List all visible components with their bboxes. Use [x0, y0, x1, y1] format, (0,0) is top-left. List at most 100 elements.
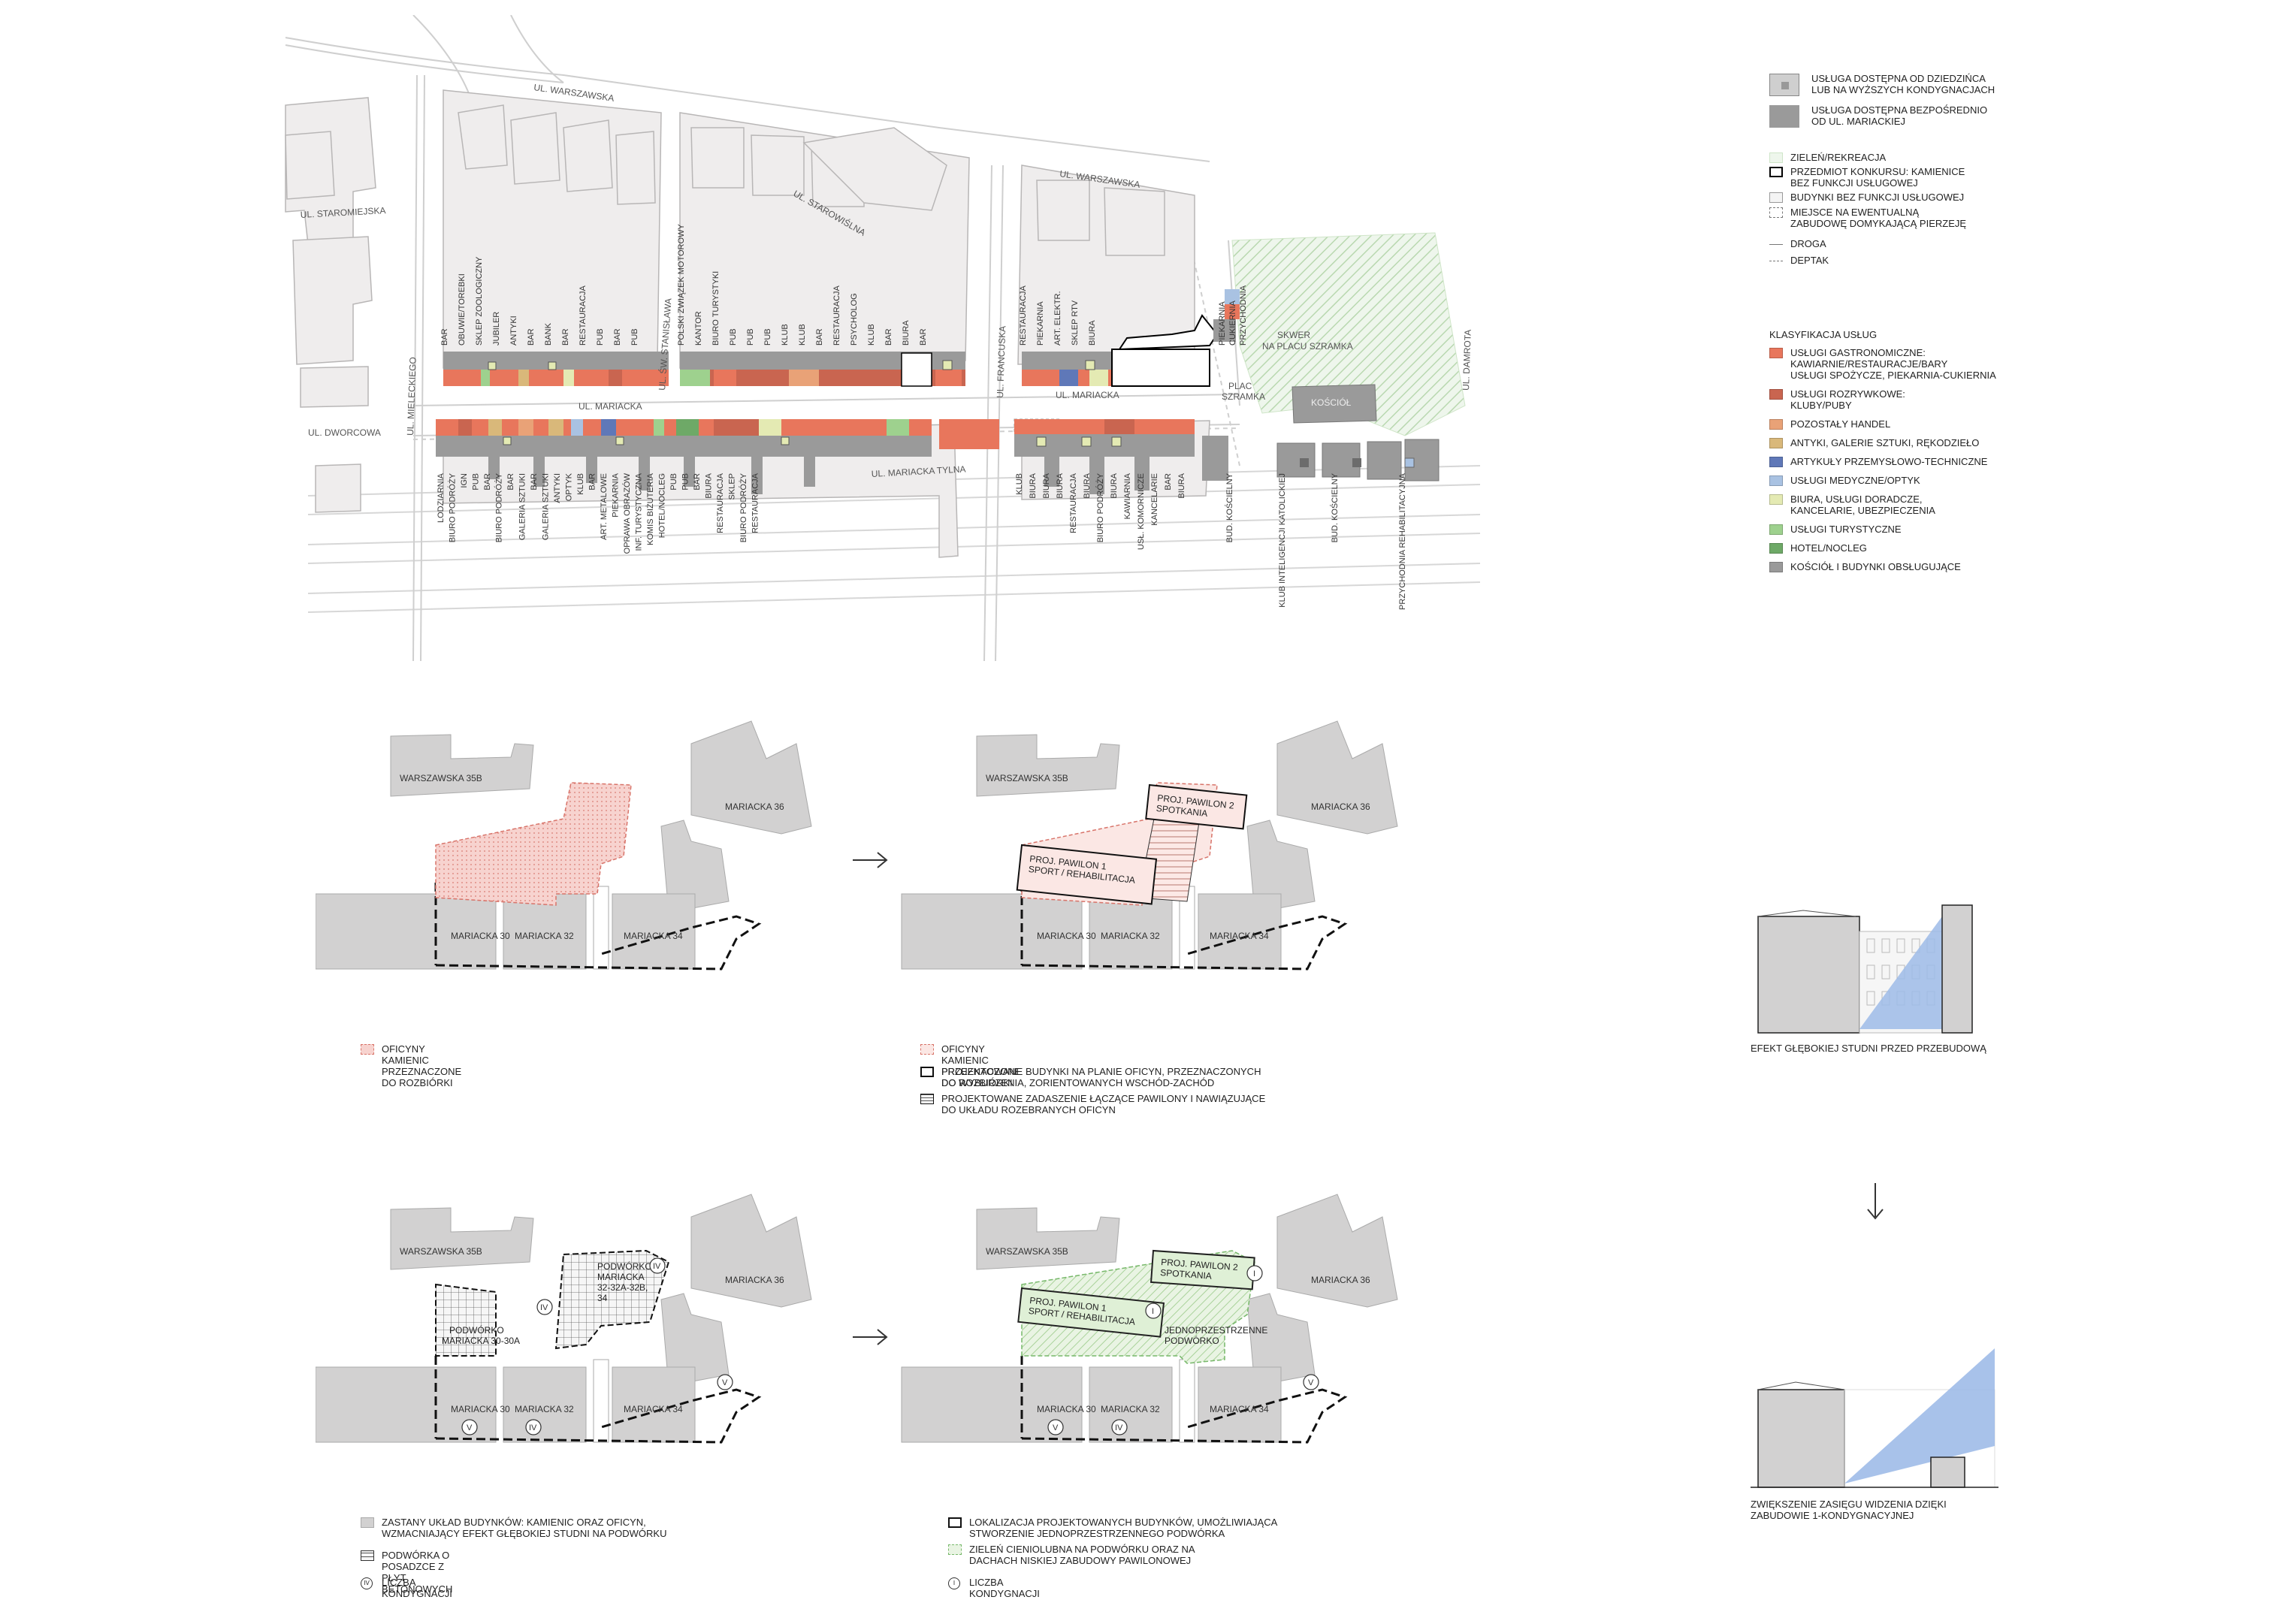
- south-service-label: KOMIS BIŻUTERIA: [645, 472, 655, 545]
- south-service-label: OPRAWA OBRAZÓW: [622, 472, 632, 554]
- legend-road-label: DROGA: [1790, 238, 1826, 249]
- p2-legend-label-2: PROJEKTOWANE BUDYNKI NA PLANIE OFICYN, P…: [941, 1066, 1261, 1088]
- legend-deptak-label: DEPTAK: [1790, 255, 1829, 266]
- svg-text:V: V: [1053, 1423, 1059, 1432]
- north-service-label: PSYCHOLOG: [850, 293, 859, 346]
- south-service-label: GALERIA SZTUKI: [542, 473, 551, 540]
- swatch-direct: [1769, 105, 1799, 128]
- south-service-label: BIURA: [705, 472, 714, 498]
- south-service-label: BAR: [483, 473, 492, 491]
- svg-text:V: V: [1308, 1378, 1314, 1387]
- swatch-road: [1769, 244, 1783, 245]
- swatch-green: [1769, 152, 1783, 163]
- north-service-label: BIURO TURYSTYKI: [711, 271, 721, 346]
- legend-competition-label: PRZEDMIOT KONKURSU: KAMIENICE BEZ FUNKCJ…: [1790, 166, 1965, 189]
- legend-class-swatch: [1769, 562, 1783, 572]
- p1-m30: MARIACKA 30: [451, 931, 510, 941]
- south-service-label: BAR: [506, 473, 515, 491]
- p3-m32: MARIACKA 32: [515, 1404, 574, 1414]
- north-service-label: BIURA: [902, 320, 911, 346]
- north-service-label: PRZYCHODNIA: [1239, 285, 1248, 346]
- plan-4: WARSZAWSKA 35B MARIACKA 36 MARIACKA 30 M…: [900, 1193, 1399, 1444]
- swatch-noservice: [1769, 192, 1783, 203]
- legend-class-label: USŁUGI ROZRYWKOWE: KLUBY/PUBY: [1790, 388, 1905, 411]
- legend-class-swatch: [1769, 494, 1783, 505]
- south-service-label: RESTAURACJA: [1069, 472, 1078, 533]
- north-service-label: BAR: [440, 328, 449, 346]
- south-service-label: GALERIA SZTUKI: [518, 473, 527, 540]
- p1-legend-label: OFICYNY KAMIENIC PRZEZNACZONE DO ROZBIÓR…: [382, 1043, 462, 1088]
- view-cone-after: [1844, 1348, 1995, 1484]
- legend-class-label: ARTYKUŁY PRZEMYSŁOWO-TECHNICZNE: [1790, 456, 1988, 467]
- south-service-label: LODZIARNIA: [437, 472, 446, 523]
- legend-class-swatch: [1769, 457, 1783, 467]
- north-service-label: PIEKARNIA: [1036, 301, 1045, 346]
- p4-legend-label-1: LOKALIZACJA PROJEKTOWANYCH BUDYNKÓW, UMO…: [969, 1517, 1278, 1539]
- north-service-label: POLSKI ZWIĄZEK MOTOROWY: [677, 224, 686, 346]
- north-service-label: PUB: [763, 328, 772, 346]
- north-service-label: PUB: [630, 328, 639, 346]
- south-service-label: BUD. KOŚCIELNY: [1330, 472, 1340, 542]
- p4-warszawska: WARSZAWSKA 35B: [986, 1246, 1068, 1257]
- legend-future-label: MIEJSCE NA EWENTUALNĄ ZABUDOWĘ DOMYKAJĄC…: [1790, 207, 1967, 229]
- south-frontage: [436, 418, 1228, 494]
- swatch-concrete: [361, 1550, 374, 1561]
- pavilion-1-box: [1016, 844, 1158, 905]
- p3-m30: MARIACKA 30: [451, 1404, 510, 1414]
- legend-class-label: USŁUGI MEDYCZNE/OPTYK: [1790, 475, 1920, 486]
- label-mielecka: UL. MIELECKIEGO: [405, 357, 418, 436]
- legend-class-swatch: [1769, 389, 1783, 400]
- plan-diagrams: WARSZAWSKA 35B MARIACKA 36 MARIACKA 30 M…: [316, 720, 1399, 1444]
- legend-class-label: HOTEL/NOCLEG: [1790, 542, 1867, 554]
- north-service-label: JUBILER: [492, 312, 501, 346]
- legend-class-label: BIURA, USŁUGI DORADCZE, KANCELARIE, UBEZ…: [1790, 494, 1935, 516]
- legend-class-label: KOŚCIÓŁ I BUDYNKI OBSŁUGUJĄCE: [1790, 561, 1961, 572]
- south-service-label: BIURO PODRÓŻY: [448, 472, 458, 542]
- label-franciszka: UL. FRANCUSKA: [995, 326, 1008, 398]
- south-service-label: BIURA: [1177, 472, 1186, 498]
- plan-2: WARSZAWSKA 35B MARIACKA 36 MARIACKA 30 M…: [900, 720, 1399, 970]
- north-service-label: BAR: [527, 328, 536, 346]
- north-service-label: PUB: [729, 328, 738, 346]
- legend-class-swatch: [1769, 543, 1783, 554]
- p4-legend-label-3: LICZBA KONDYGNACJI: [969, 1577, 1040, 1599]
- svg-text:IV: IV: [529, 1423, 537, 1432]
- p3-warszawska: WARSZAWSKA 35B: [400, 1246, 482, 1257]
- legend-class-swatch: [1769, 524, 1783, 535]
- north-service-label: PUB: [746, 328, 755, 346]
- north-service-label: BAR: [815, 328, 824, 346]
- p2-warszawska: WARSZAWSKA 35B: [986, 773, 1068, 783]
- site-map: UL. WARSZAWSKA UL. WARSZAWSKA UL. STAROW…: [285, 15, 1481, 662]
- south-service-label: RESTAURACJA: [716, 472, 725, 533]
- label-kosciol: KOŚCIÓŁ: [1311, 397, 1352, 408]
- p2-legend-label-3: PROJEKTOWANE ZADASZENIE ŁĄCZĄCE PAWILONY…: [941, 1093, 1266, 1115]
- south-service-label: KANCELARIE: [1150, 473, 1159, 526]
- swatch-demolition-2: [920, 1044, 934, 1055]
- south-service-label: SKLEP: [728, 473, 737, 500]
- swatch-projected: [920, 1067, 934, 1077]
- south-service-label: ART. METALOWE: [600, 473, 609, 540]
- p1-m34: MARIACKA 34: [624, 931, 683, 941]
- legend-class-swatch: [1769, 438, 1783, 448]
- arrow-right-2: [853, 1329, 888, 1345]
- south-service-label: PRZYCHODNIA REHABILITACYJNA: [1398, 472, 1407, 610]
- floors-markers: IV IV V V IV: [461, 1257, 733, 1435]
- label-mariacka-1: UL. MARIACKA: [579, 401, 642, 412]
- swatch-demolition: [361, 1044, 374, 1055]
- plan-legend-1: OFICYNY KAMIENIC PRZEZNACZONE DO ROZBIÓR…: [361, 1043, 706, 1088]
- p2-legend-label-1: OFICYNY KAMIENIC PRZEZNACZONE DO ROZBIÓR…: [941, 1043, 1022, 1088]
- p2-m36: MARIACKA 36: [1311, 801, 1370, 812]
- label-skwer-line1: SKWER: [1277, 330, 1310, 340]
- p4-m32: MARIACKA 32: [1101, 1404, 1160, 1414]
- south-service-label: PUB: [669, 473, 678, 491]
- south-service-label: BIURA: [1083, 472, 1092, 498]
- legend-class-swatch: [1769, 348, 1783, 358]
- p4-m34: MARIACKA 34: [1210, 1404, 1269, 1414]
- south-service-label: OPTYK: [565, 472, 574, 501]
- south-service-label: BAR: [588, 473, 597, 491]
- north-service-label: SKLEP ZOOLOGICZNY: [475, 256, 484, 346]
- south-service-label: HOTEL/NOCLEG: [658, 473, 667, 538]
- north-service-label: BAR: [561, 328, 570, 346]
